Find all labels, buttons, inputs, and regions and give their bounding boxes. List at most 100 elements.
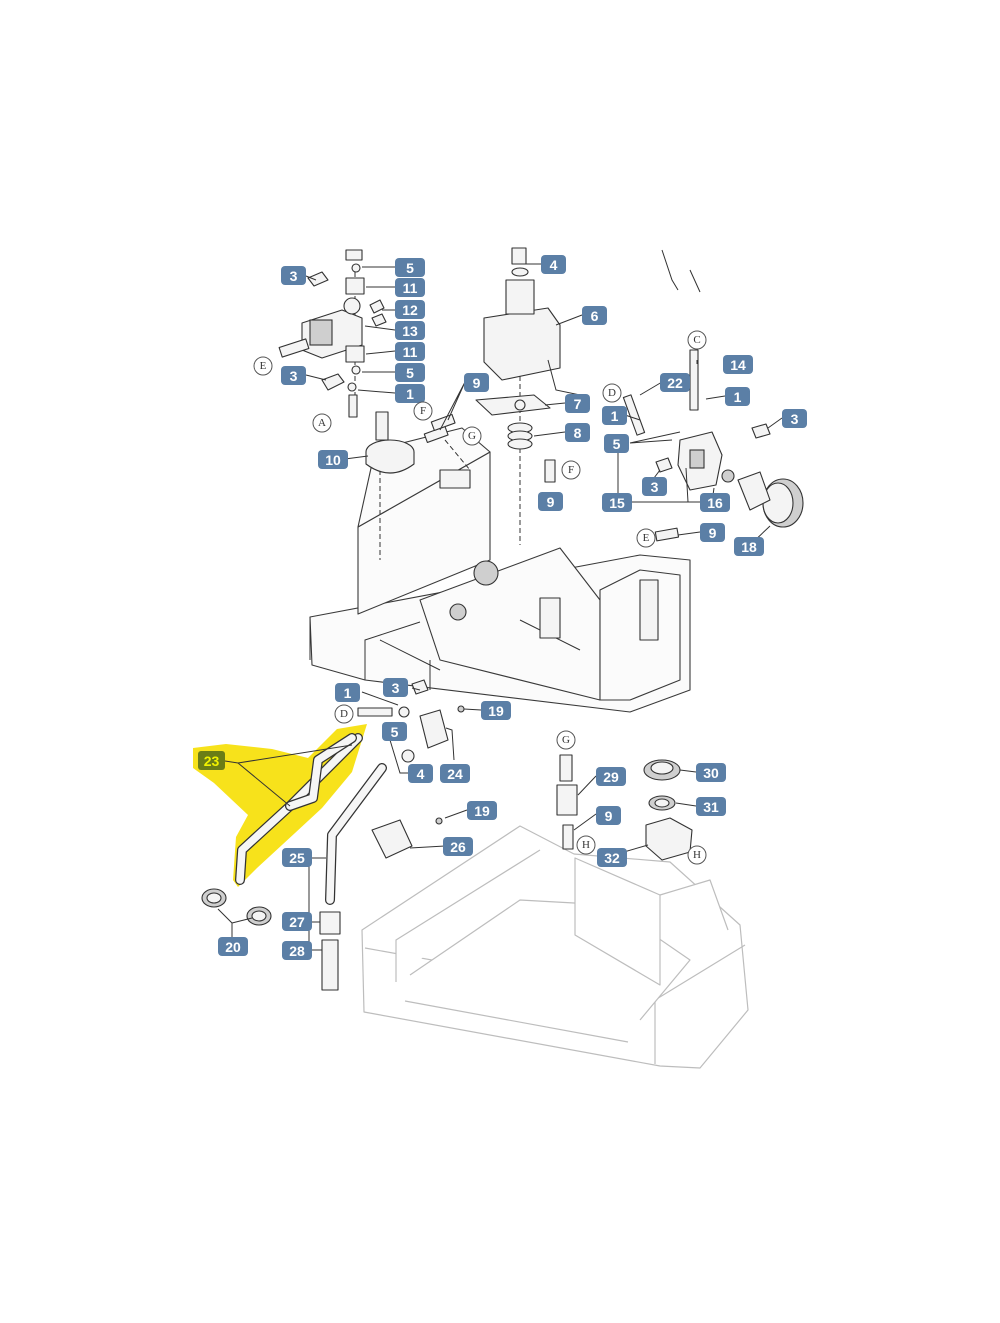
part-tag-28[interactable]: 28 (282, 941, 312, 960)
svg-text:28: 28 (289, 943, 305, 959)
svg-text:1: 1 (344, 685, 352, 701)
svg-text:1: 1 (734, 389, 742, 405)
part-tag-5[interactable]: 5 (395, 258, 425, 277)
bracket-7 (475, 394, 551, 416)
part-tag-9[interactable]: 9 (464, 373, 489, 392)
part-tag-8[interactable]: 8 (565, 423, 590, 442)
svg-text:10: 10 (325, 452, 341, 468)
part-tag-3[interactable]: 3 (281, 266, 306, 285)
knob-18 (721, 469, 804, 528)
part-tag-10[interactable]: 10 (318, 450, 348, 469)
screw-19b (435, 817, 443, 825)
svg-text:H: H (693, 849, 701, 861)
connector-29 (556, 784, 578, 816)
svg-text:3: 3 (392, 680, 400, 696)
part-tag-29[interactable]: 29 (596, 767, 626, 786)
caps-20 (201, 888, 272, 926)
valve-32 (645, 817, 693, 861)
tube-28 (321, 939, 339, 991)
valve-24 (419, 709, 449, 749)
svg-text:26: 26 (450, 839, 466, 855)
part-tag-9[interactable]: 9 (700, 523, 725, 542)
part-tag-23[interactable]: 23 (198, 751, 225, 770)
svg-text:D: D (608, 387, 616, 399)
svg-text:23: 23 (204, 753, 220, 769)
nut-4-lower (401, 749, 415, 763)
part-tag-3[interactable]: 3 (642, 477, 667, 496)
part-tag-3[interactable]: 3 (782, 409, 807, 428)
part-tag-3[interactable]: 3 (281, 366, 306, 385)
part-tag-5[interactable]: 5 (604, 434, 629, 453)
part-tag-19[interactable]: 19 (467, 801, 497, 820)
svg-text:32: 32 (604, 850, 620, 866)
ref-circle-f: F (561, 460, 581, 480)
valve-body-16 (677, 431, 723, 491)
svg-text:3: 3 (290, 368, 298, 384)
part-tag-30[interactable]: 30 (696, 763, 726, 782)
part-tag-20[interactable]: 20 (218, 937, 248, 956)
tube-g (559, 754, 573, 782)
main-frame (309, 427, 691, 713)
part-tag-11[interactable]: 11 (395, 342, 425, 361)
fittings-column (307, 249, 387, 418)
svg-text:13: 13 (402, 323, 418, 339)
part-tag-25[interactable]: 25 (282, 848, 312, 867)
ref-circle-e: E (636, 528, 656, 548)
svg-text:27: 27 (289, 914, 305, 930)
ref-circle-f: F (413, 401, 433, 421)
part-tag-5[interactable]: 5 (382, 722, 407, 741)
svg-text:18: 18 (741, 539, 757, 555)
svg-text:4: 4 (417, 766, 425, 782)
part-tag-22[interactable]: 22 (660, 373, 690, 392)
tube-9-lower (562, 824, 574, 850)
part-tag-5[interactable]: 5 (395, 363, 425, 382)
part-tag-1[interactable]: 1 (335, 683, 360, 702)
ref-circle-h: H (576, 835, 596, 855)
svg-text:5: 5 (406, 260, 414, 276)
part-tag-9[interactable]: 9 (538, 492, 563, 511)
svg-text:4: 4 (550, 257, 558, 273)
svg-text:1: 1 (406, 386, 414, 402)
clip-3-lower (411, 679, 429, 695)
sleeve-27 (319, 911, 341, 935)
part-tag-31[interactable]: 31 (696, 797, 726, 816)
svg-text:9: 9 (473, 375, 481, 391)
part-tag-1[interactable]: 1 (395, 384, 425, 403)
part-tag-1[interactable]: 1 (602, 406, 627, 425)
svg-text:3: 3 (290, 268, 298, 284)
ref-circle-h: H (687, 845, 707, 865)
part-tag-16[interactable]: 16 (700, 493, 730, 512)
flowmeter-10 (365, 411, 415, 474)
clip-3-mid (655, 457, 673, 473)
clip-3-right (751, 423, 771, 439)
part-tag-1[interactable]: 1 (725, 387, 750, 406)
svg-text:9: 9 (547, 494, 555, 510)
bracket-26 (371, 819, 413, 859)
part-tag-15[interactable]: 15 (602, 493, 632, 512)
part-tag-3[interactable]: 3 (383, 678, 408, 697)
seal-31 (648, 795, 676, 811)
part-tag-27[interactable]: 27 (282, 912, 312, 931)
part-tag-9[interactable]: 9 (596, 806, 621, 825)
ref-circle-d: D (334, 704, 354, 724)
part-tag-6[interactable]: 6 (582, 306, 607, 325)
part-tag-7[interactable]: 7 (565, 394, 590, 413)
part-tag-14[interactable]: 14 (723, 355, 753, 374)
svg-text:D: D (340, 708, 348, 720)
part-tag-12[interactable]: 12 (395, 300, 425, 319)
part-tag-26[interactable]: 26 (443, 837, 473, 856)
part-tag-4[interactable]: 4 (408, 764, 433, 783)
part-tag-13[interactable]: 13 (395, 321, 425, 340)
part-tag-24[interactable]: 24 (440, 764, 470, 783)
part-tag-11[interactable]: 11 (395, 278, 425, 297)
part-tag-4[interactable]: 4 (541, 255, 566, 274)
svg-text:5: 5 (391, 724, 399, 740)
part-tag-18[interactable]: 18 (734, 537, 764, 556)
svg-text:G: G (562, 734, 570, 746)
part-tag-19[interactable]: 19 (481, 701, 511, 720)
ref-circle-e: E (253, 356, 273, 376)
svg-text:5: 5 (613, 436, 621, 452)
svg-text:31: 31 (703, 799, 719, 815)
part-tag-32[interactable]: 32 (597, 848, 627, 867)
